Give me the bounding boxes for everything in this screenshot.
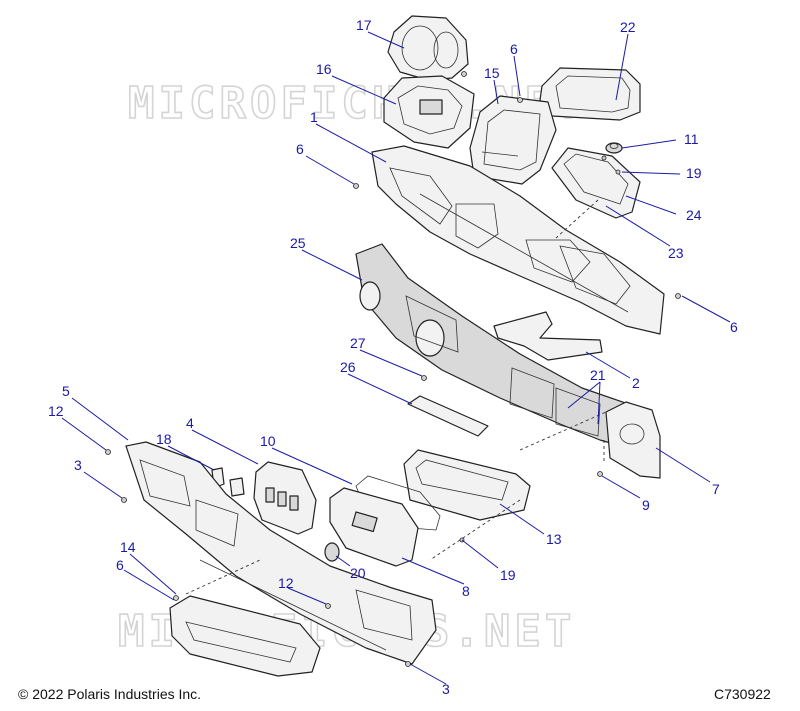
part-1-upper-dash-panel bbox=[371, 145, 665, 335]
callout-12b: 12 bbox=[278, 575, 294, 591]
part-4-switch-panel bbox=[253, 461, 317, 535]
callout-9: 9 bbox=[642, 497, 650, 513]
part-15-display-module bbox=[469, 95, 557, 185]
callout-6d: 6 bbox=[116, 557, 124, 573]
callout-10: 10 bbox=[260, 433, 276, 449]
callout-13: 13 bbox=[546, 531, 562, 547]
callout-1: 1 bbox=[310, 109, 318, 125]
part-24-storage-pocket bbox=[551, 147, 641, 219]
callout-16: 16 bbox=[316, 61, 332, 77]
callout-19b: 19 bbox=[500, 567, 516, 583]
callout-11: 11 bbox=[684, 131, 699, 147]
part-26-foam-strip bbox=[407, 395, 489, 437]
part-7-cupholder-side bbox=[605, 401, 661, 479]
part-11-grommet bbox=[605, 142, 623, 154]
assembly-lines bbox=[185, 199, 607, 595]
callout-24: 24 bbox=[686, 207, 702, 223]
callout-26: 26 bbox=[340, 359, 356, 375]
part-16-gauge-housing bbox=[383, 75, 475, 149]
callout-6: 6 bbox=[510, 41, 518, 57]
callout-18: 18 bbox=[156, 431, 172, 447]
callout-25: 25 bbox=[290, 235, 306, 251]
hardware-screws bbox=[105, 71, 681, 667]
callout-4: 4 bbox=[186, 415, 194, 431]
callout-7: 7 bbox=[712, 481, 720, 497]
callout-27: 27 bbox=[350, 335, 366, 351]
callout-6b: 6 bbox=[296, 141, 304, 157]
part-20-latch bbox=[324, 542, 340, 562]
callout-8: 8 bbox=[462, 583, 470, 599]
part-22-display-cover bbox=[539, 67, 641, 121]
callout-3: 3 bbox=[74, 457, 82, 473]
callout-14: 14 bbox=[120, 539, 136, 555]
callout-17: 17 bbox=[356, 17, 372, 33]
callout-22: 22 bbox=[620, 19, 636, 35]
callout-2: 2 bbox=[632, 375, 640, 391]
callout-12: 12 bbox=[48, 403, 64, 419]
callout-23: 23 bbox=[668, 245, 684, 261]
part-5-lower-dash-panel bbox=[125, 441, 437, 665]
part-2-support-bracket bbox=[493, 311, 603, 361]
callout-6c: 6 bbox=[730, 319, 738, 335]
callout-21: 21 bbox=[590, 367, 606, 383]
part-17-gauge-bezel bbox=[387, 15, 469, 81]
diagram-code: C730922 bbox=[714, 686, 771, 702]
part-13-glovebox-bin bbox=[403, 449, 531, 521]
callout-labels: 17 6 22 16 15 1 11 6 19 24 23 25 6 27 2 … bbox=[48, 17, 738, 697]
callout-15: 15 bbox=[484, 65, 500, 81]
leader-lines bbox=[61, 31, 731, 685]
callout-5: 5 bbox=[62, 383, 70, 399]
copyright-notice: © 2022 Polaris Industries Inc. bbox=[18, 686, 202, 702]
callout-19: 19 bbox=[686, 165, 702, 181]
callout-3b: 3 bbox=[442, 681, 450, 697]
part-25-dash-frame bbox=[355, 243, 657, 453]
callout-20: 20 bbox=[350, 565, 366, 581]
part-14-lower-tray bbox=[169, 595, 321, 677]
part-8-glovebox-door bbox=[329, 487, 419, 567]
